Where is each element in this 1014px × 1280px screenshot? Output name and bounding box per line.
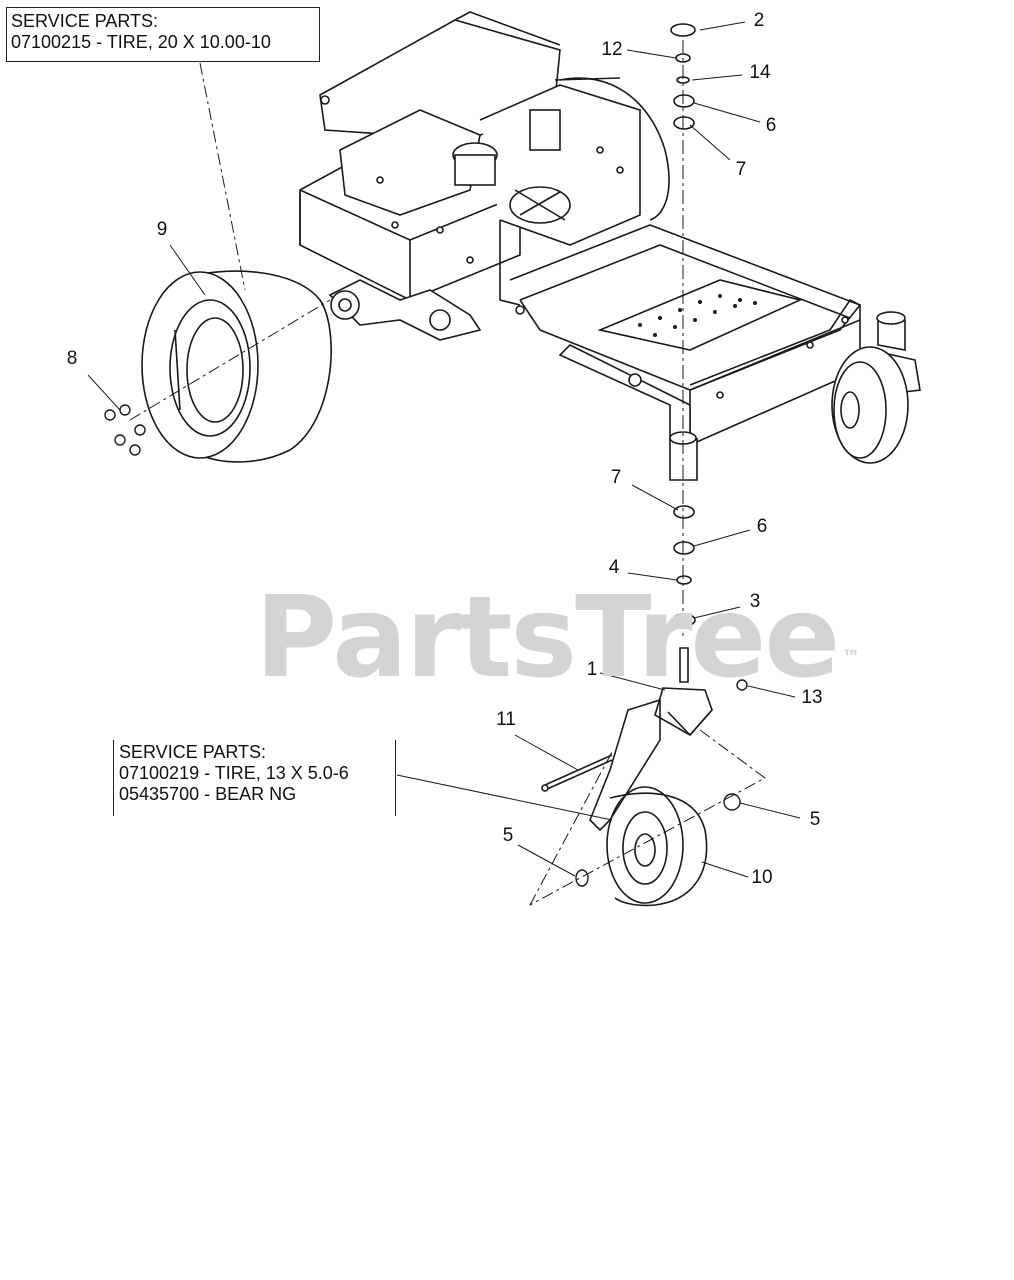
callout-11: 11 [496,709,516,730]
service-parts-heading: SERVICE PARTS: [11,11,159,31]
callout-4: 4 [608,557,620,578]
caster-fork [589,647,713,832]
leader-lines [87,21,801,906]
callout-8: 8 [66,348,78,369]
callout-7-lower: 7 [610,467,622,488]
service-part-line: 07100215 - TIRE, 20 X 10.00-10 [11,32,271,52]
callout-6-lower: 6 [756,516,768,537]
callout-10: 10 [751,867,773,888]
callout-6-upper: 6 [765,115,777,136]
callout-9: 9 [156,219,168,240]
service-parts-heading: SERVICE PARTS: [119,742,267,762]
service-part-line: 05435700 - BEAR NG [119,784,297,804]
trademark-symbol: ™ [842,647,860,668]
callout-5-right: 5 [809,809,821,830]
callout-5-left: 5 [502,825,514,846]
service-parts-box-rear: SERVICE PARTS: 07100215 - TIRE, 20 X 10.… [6,7,320,62]
callout-1: 1 [586,659,598,680]
callout-3: 3 [749,591,761,612]
callout-13: 13 [801,687,823,708]
service-part-line: 07100219 - TIRE, 13 X 5.0-6 [119,763,349,783]
callout-14: 14 [749,62,771,83]
callout-12: 12 [601,39,623,60]
spacers [575,679,748,887]
watermark-text: PartsTree [255,573,840,703]
service-parts-box-front: SERVICE PARTS: 07100219 - TIRE, 13 X 5.0… [113,740,396,816]
caster-wheel [606,786,708,907]
rear-tire [141,270,332,463]
mower-chassis [299,11,921,481]
callout-7-upper: 7 [735,159,747,180]
axle-bolt [541,754,613,792]
callout-2: 2 [753,10,765,31]
lug-nuts [104,404,146,456]
